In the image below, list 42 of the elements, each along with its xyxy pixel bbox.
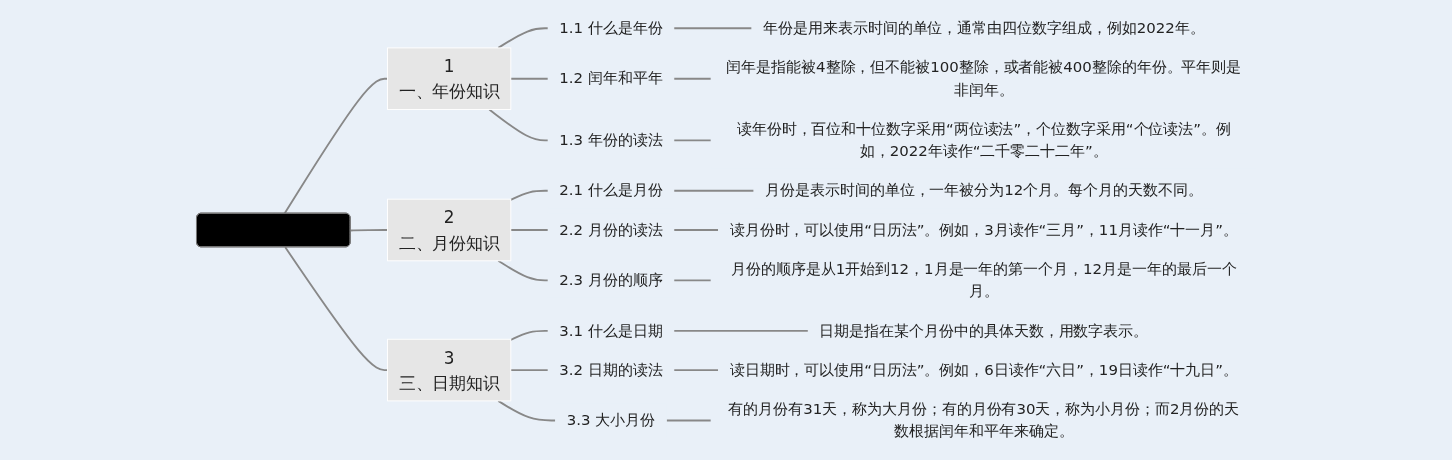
- connector: [672, 139, 712, 142]
- connector: [672, 27, 753, 30]
- connector: [282, 77, 388, 215]
- node-text: 读日期时，可以使用“日历法”。例如，6日读作“六日”，19日读作“十九日”。: [729, 360, 1238, 379]
- node-text: 1.3 年份的读法: [558, 131, 663, 149]
- connector: [496, 259, 549, 282]
- node-text: 2.1 什么是月份: [558, 181, 663, 200]
- node-text: 3.2 日期的读法: [558, 360, 663, 379]
- node-text: 日期是指在某个月份中的具体天数，用数字表示。: [818, 321, 1148, 340]
- connector: [509, 329, 549, 341]
- node-box: 2 二、月份知识: [386, 198, 511, 262]
- connector: [283, 246, 388, 371]
- node-box: 1 一、年份知识: [386, 47, 511, 110]
- node-text: 2.2 月份的读法: [558, 220, 663, 239]
- connector: [349, 229, 388, 232]
- connector: [672, 279, 712, 282]
- connector: [509, 77, 549, 80]
- node-text: 读年份时，百位和十位数字采用“两位读法”，个位数字采用“个位读法”。例如，2022年读作“二千零二十二年”。: [736, 119, 1231, 160]
- connector: [672, 189, 755, 192]
- node-text: 1.2 闰年和平年: [558, 69, 663, 88]
- node-text: 3.3 大小月份: [566, 411, 655, 429]
- connector: [672, 369, 719, 371]
- connector: [509, 229, 549, 231]
- connector: [509, 369, 549, 371]
- node-text: 月份是表示时间的单位，一年被分为12个月。每个月的天数不同。: [764, 181, 1203, 200]
- connector: [496, 399, 557, 422]
- connector: [672, 329, 809, 332]
- connector: [496, 27, 549, 49]
- node-text: 有的月份有31天，称为大月份；有的月份有30天，称为小月份；而2月份的天数根据闰年和平年来确定。: [727, 399, 1239, 441]
- node-text: 3.1 什么是日期: [558, 321, 663, 340]
- node-text: 闰年是指能被4整除，但不能被100整除，或者能被400整除的年份。平年则是非闰年。: [725, 58, 1241, 99]
- connector: [487, 108, 549, 142]
- connector: [672, 229, 719, 231]
- node-text: 月份的顺序是从1开始到12，1月是一年的第一个月，12月是一年的最后一个月。: [730, 259, 1236, 301]
- node-text: 年份是用来表示时间的单位，通常由四位数字组成，例如2022年。: [762, 18, 1205, 37]
- node-text: 1.1 什么是年份: [558, 18, 663, 37]
- node-box: 3 三、日期知识: [386, 338, 511, 402]
- node-text: 读月份时，可以使用“日历法”。例如，3月读作“三月”，11月读作“十一月”。: [729, 220, 1238, 239]
- connector: [672, 77, 712, 80]
- connector: [509, 189, 549, 201]
- connector: [664, 419, 712, 422]
- node-text: 2.3 月份的顺序: [558, 271, 663, 289]
